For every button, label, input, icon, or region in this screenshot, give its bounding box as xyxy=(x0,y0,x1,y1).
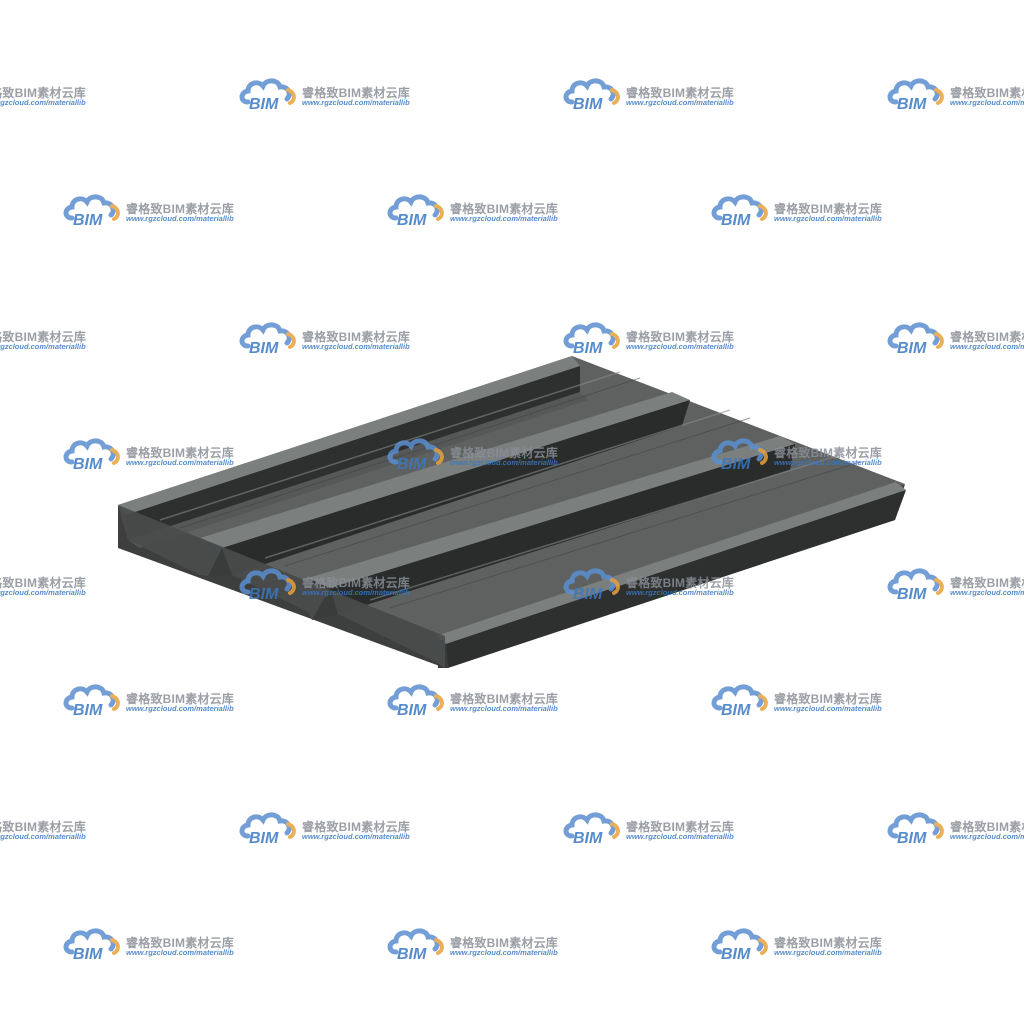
panel-top-surface xyxy=(118,356,905,636)
